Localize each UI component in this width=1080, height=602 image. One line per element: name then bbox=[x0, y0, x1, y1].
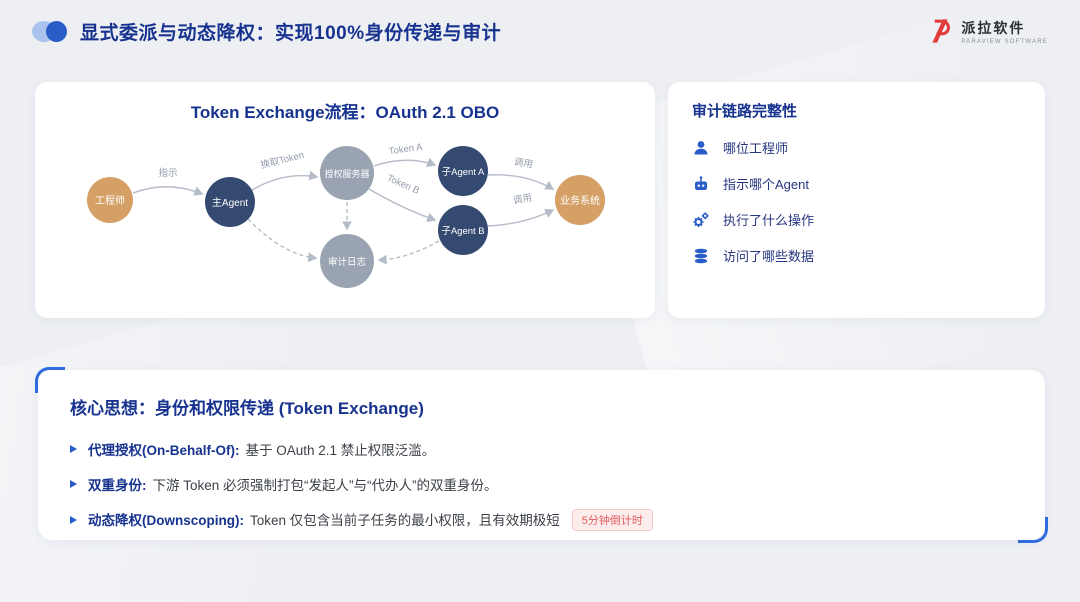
bullet-body: 下游 Token 必须强制打包“发起人”与“代办人”的双重身份。 bbox=[152, 478, 498, 493]
audit-chain-card: 审计链路完整性 哪位工程师 指示哪个Agent bbox=[668, 82, 1045, 318]
audit-item-label: 指示哪个Agent bbox=[723, 177, 809, 192]
node-auth-server-label: 授权服务器 bbox=[324, 168, 369, 179]
bullet-strong: 动态降权(Downscoping): bbox=[88, 513, 244, 528]
node-auth-server: 授权服务器 bbox=[320, 146, 374, 200]
node-audit-log: 审计日志 bbox=[320, 234, 374, 288]
logo-name: 派拉软件 bbox=[961, 19, 1026, 36]
engineer-icon bbox=[694, 140, 708, 154]
edge-token-b bbox=[368, 188, 437, 223]
edge-label-instruct: 指示 bbox=[158, 167, 177, 179]
audit-item-agent: 指示哪个Agent bbox=[692, 174, 1021, 193]
bullet-body: 基于 OAuth 2.1 禁止权限泛滥。 bbox=[245, 443, 436, 458]
edge-audit-from-main bbox=[247, 218, 318, 263]
corner-bracket-top-left bbox=[35, 367, 65, 393]
bullet-arrow-icon bbox=[70, 445, 77, 453]
token-exchange-diagram: 指示 换取Token Token A Token B 调用 调用 工程师 主Ag… bbox=[87, 142, 605, 288]
node-business-system: 业务系统 bbox=[555, 175, 605, 225]
node-main-agent-label: 主Agent bbox=[212, 197, 248, 209]
countdown-badge: 5分钟倒计时 bbox=[571, 509, 653, 531]
audit-item-label: 哪位工程师 bbox=[723, 141, 789, 156]
node-main-agent: 主Agent bbox=[205, 177, 255, 227]
bullet-text: 代理授权(On-Behalf-Of): 基于 OAuth 2.1 禁止权限泛滥。 bbox=[88, 439, 435, 459]
bullet-body: Token 仅包含当前子任务的最小权限，且有效期极短 bbox=[249, 513, 560, 528]
edge-label-token-a: Token A bbox=[388, 142, 424, 158]
agent-icon bbox=[695, 175, 707, 190]
edge-token-a bbox=[373, 157, 437, 168]
diagram-edges bbox=[132, 157, 555, 265]
dot-dark bbox=[46, 21, 67, 42]
bullet-text: 动态降权(Downscoping): Token 仅包含当前子任务的最小权限，且有… bbox=[88, 509, 653, 531]
edge-instruct bbox=[132, 186, 204, 196]
audit-card-title: 审计链路完整性 bbox=[692, 103, 798, 120]
bullet-downscoping: 动态降权(Downscoping): Token 仅包含当前子任务的最小权限，且有… bbox=[70, 509, 1013, 531]
bullet-dual-identity: 双重身份: 下游 Token 必须强制打包“发起人”与“代办人”的双重身份。 bbox=[70, 474, 1013, 494]
node-business-system-label: 业务系统 bbox=[560, 194, 600, 207]
token-exchange-card: Token Exchange流程：OAuth 2.1 OBO bbox=[35, 82, 655, 318]
title-bullet-icon bbox=[32, 19, 68, 43]
edge-exchange-token bbox=[251, 170, 319, 191]
node-sub-agent-b: 子Agent B bbox=[438, 205, 488, 255]
logo-subtext: PARAVIEW SOFTWARE bbox=[961, 38, 1048, 45]
node-engineer-label: 工程师 bbox=[95, 194, 125, 207]
header: 显式委派与动态降权：实现100%身份传递与审计 派拉软件 PARAVIEW SO… bbox=[0, 0, 1080, 62]
bullet-arrow-icon bbox=[70, 516, 77, 524]
data-icon bbox=[694, 248, 708, 263]
bullet-obo: 代理授权(On-Behalf-Of): 基于 OAuth 2.1 禁止权限泛滥。 bbox=[70, 439, 1013, 459]
edge-label-token-b: Token B bbox=[385, 173, 421, 197]
logo-text-block: 派拉软件 PARAVIEW SOFTWARE bbox=[961, 18, 1048, 45]
edge-label-call-a: 调用 bbox=[513, 156, 534, 170]
core-idea-card: 核心思想：身份和权限传递 (Token Exchange) 代理授权(On-Be… bbox=[35, 367, 1048, 543]
audit-item-label: 执行了什么操作 bbox=[723, 213, 815, 228]
node-sub-agent-a-label: 子Agent A bbox=[442, 167, 485, 178]
bullet-strong: 代理授权(On-Behalf-Of): bbox=[88, 443, 240, 458]
edge-call-b bbox=[487, 209, 555, 227]
company-logo: 派拉软件 PARAVIEW SOFTWARE bbox=[926, 17, 1048, 45]
audit-item-data: 访问了哪些数据 bbox=[692, 246, 1021, 265]
bullet-arrow-icon bbox=[70, 480, 77, 488]
node-audit-log-label: 审计日志 bbox=[328, 256, 366, 268]
logo-r-icon bbox=[932, 19, 951, 43]
audit-item-engineer: 哪位工程师 bbox=[692, 138, 1021, 157]
page-title: 显式委派与动态降权：实现100%身份传递与审计 bbox=[80, 22, 502, 44]
core-card-title: 核心思想：身份和权限传递 (Token Exchange) bbox=[70, 399, 424, 418]
bullet-text: 双重身份: 下游 Token 必须强制打包“发起人”与“代办人”的双重身份。 bbox=[88, 474, 498, 494]
edge-label-exchange: 换取Token bbox=[259, 149, 305, 171]
corner-bracket-bottom-right bbox=[1018, 517, 1048, 543]
edge-audit-from-subb bbox=[377, 240, 440, 265]
flow-card-title: Token Exchange流程：OAuth 2.1 OBO bbox=[190, 103, 500, 122]
node-engineer: 工程师 bbox=[87, 177, 133, 223]
bullet-strong: 双重身份: bbox=[88, 478, 147, 493]
audit-item-operations: 执行了什么操作 bbox=[692, 210, 1021, 229]
audit-item-label: 访问了哪些数据 bbox=[723, 249, 815, 264]
node-sub-agent-b-label: 子Agent B bbox=[441, 226, 484, 237]
operations-icon bbox=[693, 211, 709, 227]
edge-label-call-b: 调用 bbox=[512, 192, 533, 206]
edge-call-a bbox=[487, 174, 555, 190]
node-sub-agent-a: 子Agent A bbox=[438, 146, 488, 196]
